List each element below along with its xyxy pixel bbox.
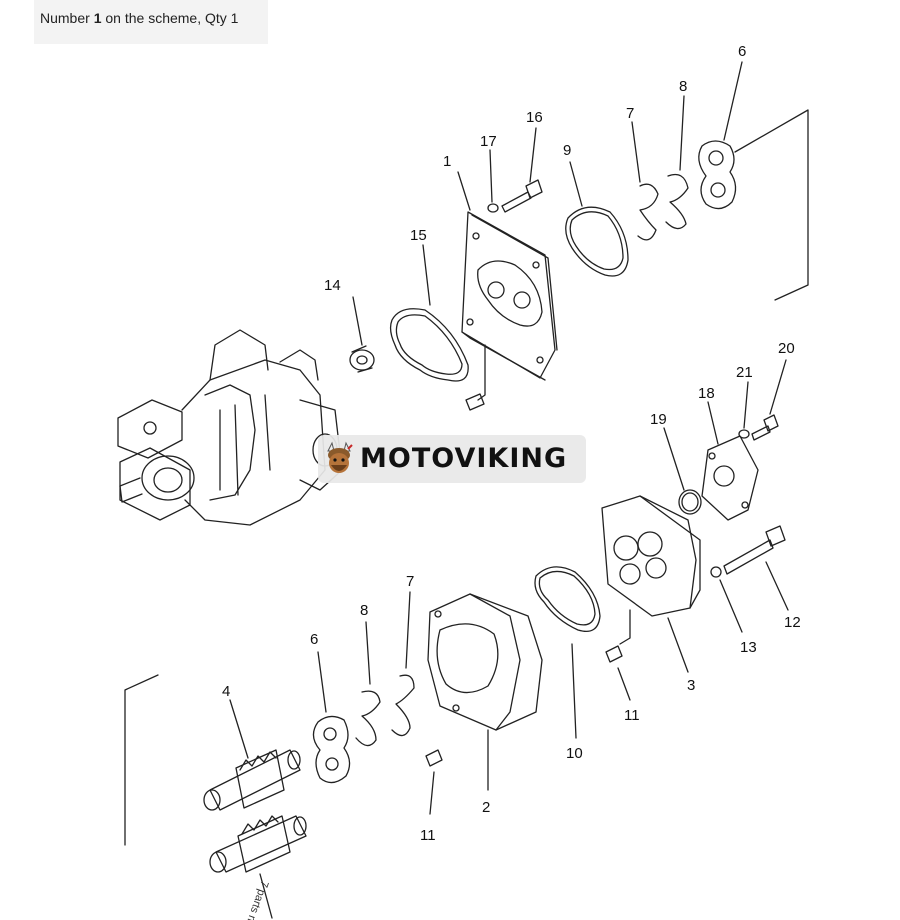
- callout-11-bottom: 11: [420, 827, 436, 844]
- callout-17: 17: [480, 133, 497, 150]
- callout-1: 1: [443, 153, 451, 170]
- part-8-snap-ring-bottom: [355, 621, 381, 747]
- caption-number: 1: [93, 10, 102, 26]
- callout-12: 12: [784, 614, 801, 631]
- callout-6-bottom: 6: [310, 631, 318, 648]
- part-2-gear-housing: [425, 593, 543, 815]
- part-8-snap-ring-top: [665, 95, 689, 230]
- part-17-washer: [487, 149, 499, 213]
- part-3-housing: [601, 495, 701, 673]
- viking-mascot-icon: [327, 441, 353, 473]
- part-11-pin-right: [617, 667, 631, 701]
- watermark-logo: MOTOVIKING: [318, 435, 586, 483]
- callout-4: 4: [222, 683, 230, 700]
- part-20-bolt: [751, 359, 787, 441]
- part-5-gear-shaft: [209, 815, 307, 919]
- callout-18: 18: [698, 385, 715, 402]
- part-12-bolt: [723, 525, 789, 611]
- callout-20: 20: [778, 340, 795, 357]
- callout-9: 9: [563, 142, 571, 159]
- part-7-snap-ring-bottom: [391, 591, 415, 737]
- part-10-oring: [534, 566, 601, 739]
- caption-prefix: Number: [40, 10, 94, 26]
- callout-11-right: 11: [624, 707, 640, 724]
- callout-16: 16: [526, 109, 543, 126]
- callout-7-bottom: 7: [406, 573, 414, 590]
- pump-body-drawing: [117, 329, 343, 526]
- callout-3: 3: [687, 677, 695, 694]
- part-9-oring: [565, 161, 629, 277]
- callout-14: 14: [324, 277, 341, 294]
- part-18-flange: [701, 401, 759, 521]
- rotated-note: 7 parts net: [241, 879, 270, 920]
- callout-10: 10: [566, 745, 583, 762]
- part-1-cover-plate: [457, 171, 558, 411]
- part-6-plate-top: [698, 61, 743, 210]
- part-19-oring: [663, 427, 702, 515]
- caption-bar: Number 1 on the scheme, Qty 1: [34, 0, 268, 44]
- part-21-washer: [738, 381, 750, 439]
- callout-13: 13: [740, 639, 757, 656]
- part-13-washer: [710, 566, 743, 633]
- part-4-gear-shaft: [203, 699, 301, 811]
- callout-8-top: 8: [679, 78, 687, 95]
- callout-19: 19: [650, 411, 667, 428]
- part-6-plate-bottom: [312, 651, 351, 784]
- caption-suffix: on the scheme, Qty 1: [101, 10, 239, 26]
- callout-7-top: 7: [626, 105, 634, 122]
- watermark-text: MOTOVIKING: [360, 443, 568, 474]
- frame-line-top-right: [734, 109, 809, 301]
- callout-6-top: 6: [738, 43, 746, 60]
- callout-21: 21: [736, 364, 753, 381]
- part-16-bolt: [501, 127, 543, 213]
- callout-15: 15: [410, 227, 427, 244]
- part-15-gasket: [389, 244, 469, 382]
- scheme-caption: Number 1 on the scheme, Qty 1: [40, 10, 238, 26]
- part-14-bearing: [349, 296, 375, 373]
- callout-2: 2: [482, 799, 490, 816]
- part-7-snap-ring-top: [631, 121, 659, 241]
- callout-8-bottom: 8: [360, 602, 368, 619]
- frame-line-bottom-left: [124, 674, 159, 846]
